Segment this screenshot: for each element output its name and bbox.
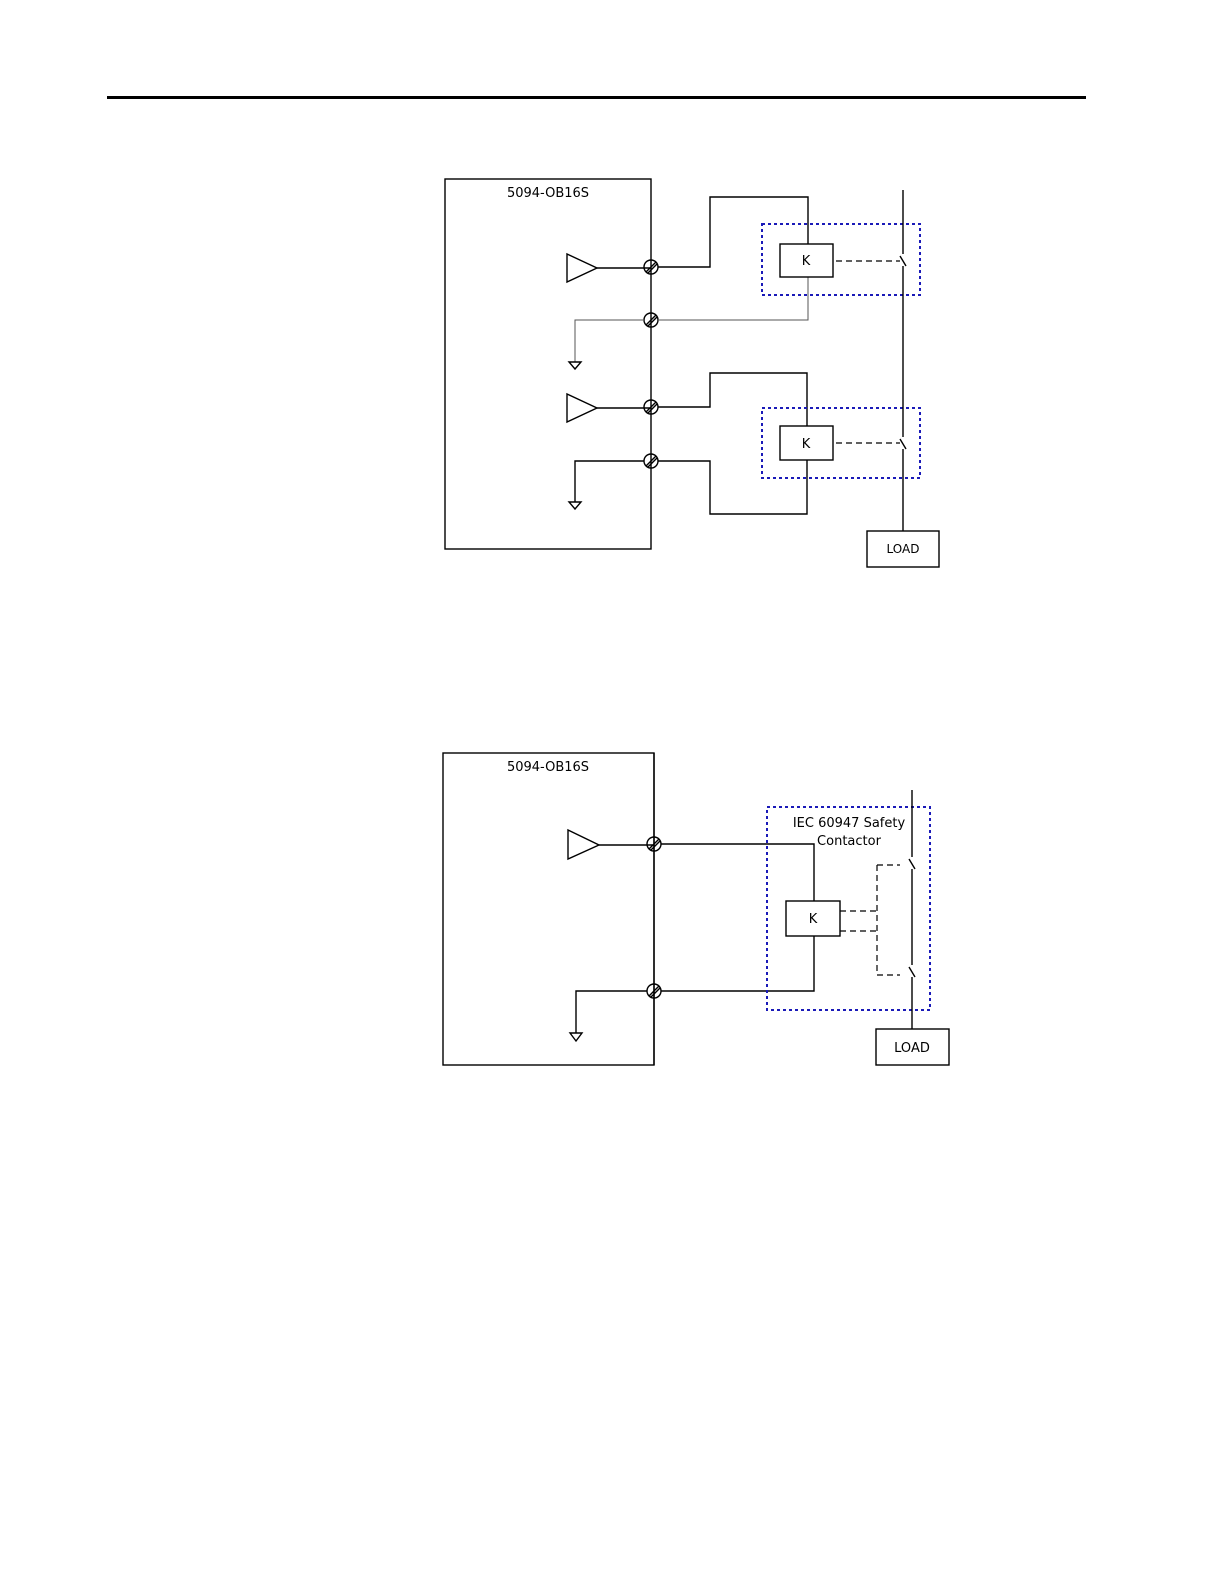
load-label: LOAD: [894, 1041, 930, 1056]
module-box: [443, 753, 654, 1065]
wiring-diagram-dual-relay: 5094-OB16S K K LOAD: [0, 170, 1224, 580]
module-label: 5094-OB16S: [507, 760, 589, 775]
contactor-coil-label: K: [809, 912, 818, 927]
contactor-label-line1: IEC 60947 Safety: [793, 816, 906, 831]
relay-2-label: K: [802, 437, 811, 452]
header-rule: [107, 96, 1086, 99]
wiring-diagram-safety-contactor: 5094-OB16S IEC 60947 Safety Contactor K …: [0, 745, 1224, 1075]
load-label: LOAD: [887, 542, 920, 556]
module-label: 5094-OB16S: [507, 186, 589, 201]
contactor-label-line2: Contactor: [817, 834, 882, 849]
relay-1-label: K: [802, 254, 811, 269]
module-box: [445, 179, 651, 549]
